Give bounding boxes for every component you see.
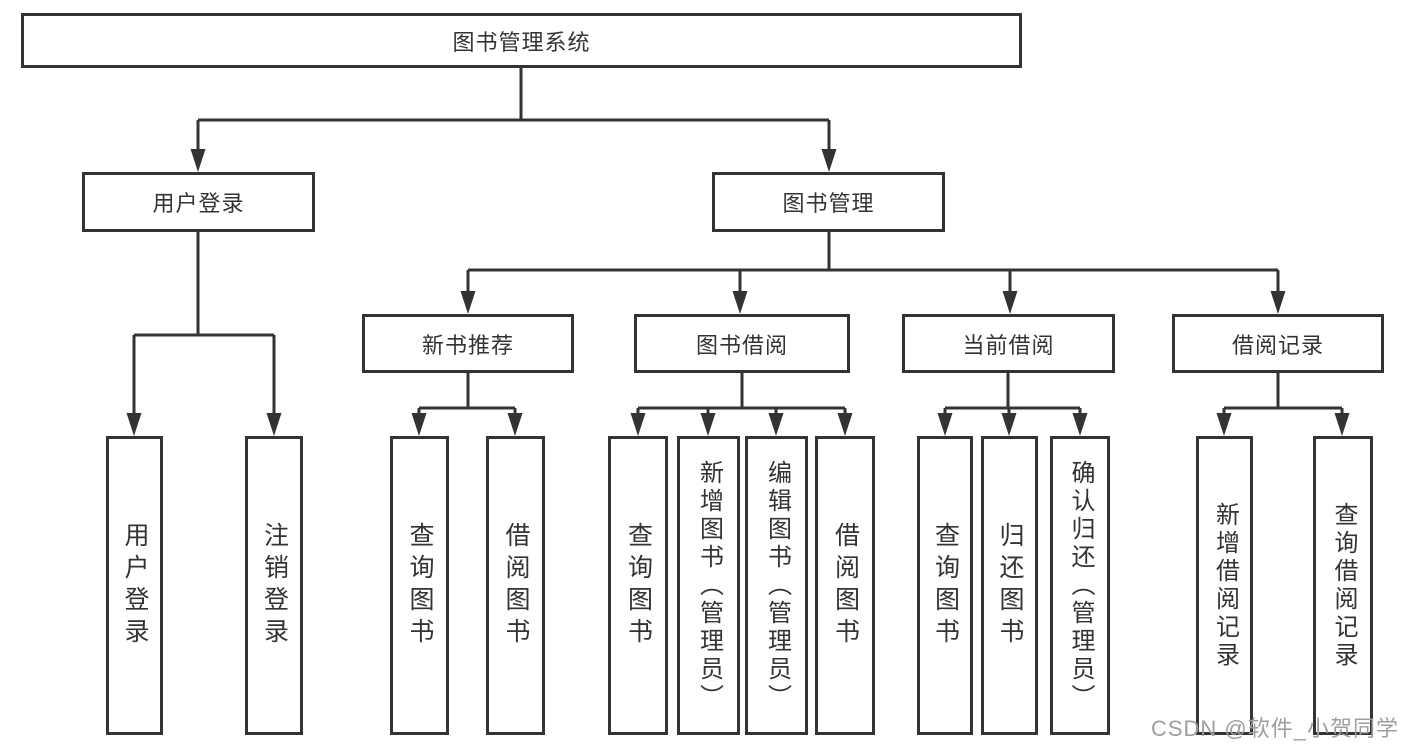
connector-mgmt-to-level3 [466,232,1280,292]
node-book-management: 图书管理 [712,172,945,232]
leaf-edit-book-admin: 编辑图书（管理员） [745,436,808,735]
leaf-borrow-book-borrowing: 借阅图书 [815,436,875,735]
connector-root-to-level2 [196,68,831,152]
leaf-query-book-recommend: 查询图书 [390,436,449,735]
connector-record-to-leaves [1222,373,1344,415]
node-library-management-system: 图书管理系统 [21,13,1022,68]
node-user-login: 用户登录 [82,172,315,232]
connector-borrow-to-leaves [636,373,847,415]
leaf-confirm-return-admin: 确认归还（管理员） [1050,436,1110,735]
leaf-query-borrow-record: 查询借阅记录 [1313,436,1373,735]
node-new-book-recommendation: 新书推荐 [362,314,574,373]
leaf-user-login: 用户登录 [106,436,163,735]
csdn-watermark: CSDN @软件_小贺同学 [1150,716,1399,741]
arrowheads [126,149,1350,436]
node-book-borrowing: 图书借阅 [634,314,850,373]
connector-newbook-to-leaves [417,373,517,415]
leaf-add-borrow-record: 新增借阅记录 [1196,436,1253,735]
leaf-query-book-current: 查询图书 [917,436,973,735]
leaf-query-book-borrowing: 查询图书 [608,436,668,735]
connector-login-to-leaves [132,232,276,414]
node-current-borrowing: 当前借阅 [902,314,1115,373]
leaf-borrow-book-recommend: 借阅图书 [486,436,545,735]
leaf-add-book-admin: 新增图书（管理员） [677,436,740,735]
node-borrowing-records: 借阅记录 [1172,314,1384,373]
leaf-return-book: 归还图书 [981,436,1038,735]
connector-current-to-leaves [943,373,1082,415]
leaf-logout: 注销登录 [245,436,303,735]
